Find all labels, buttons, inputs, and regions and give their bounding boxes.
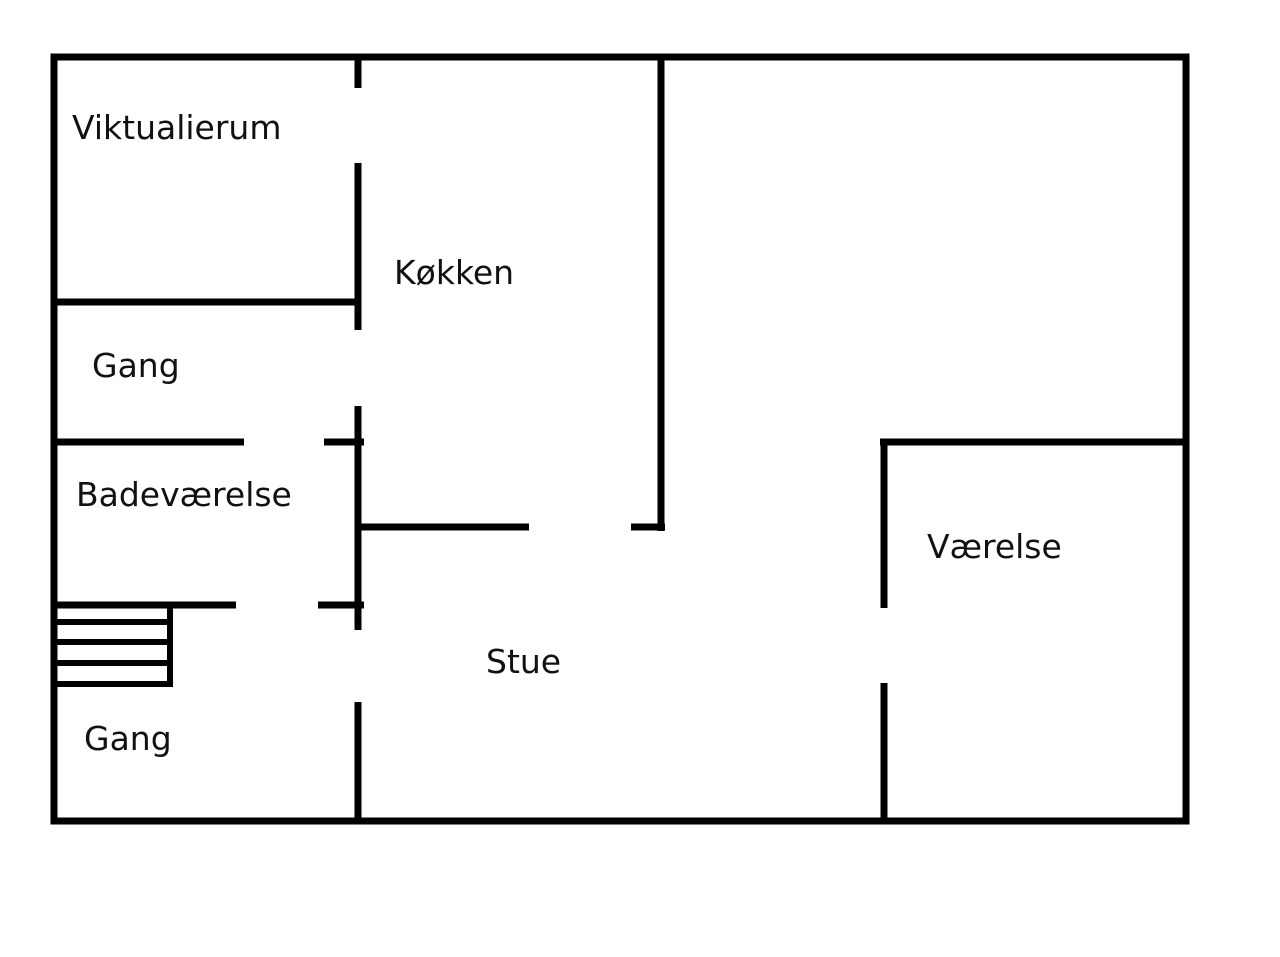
room-label-stue: Stue xyxy=(486,642,562,681)
interior-walls xyxy=(54,57,1186,821)
room-label-viktualierum: Viktualierum xyxy=(72,108,282,147)
room-label-gang-upper: Gang xyxy=(92,346,180,385)
room-label-koekken: Køkken xyxy=(394,253,515,292)
room-label-vaerelse: Værelse xyxy=(927,527,1062,566)
room-label-gang-lower: Gang xyxy=(84,719,172,758)
stairs xyxy=(54,605,173,687)
room-label-badevaerelse: Badeværelse xyxy=(76,475,292,514)
